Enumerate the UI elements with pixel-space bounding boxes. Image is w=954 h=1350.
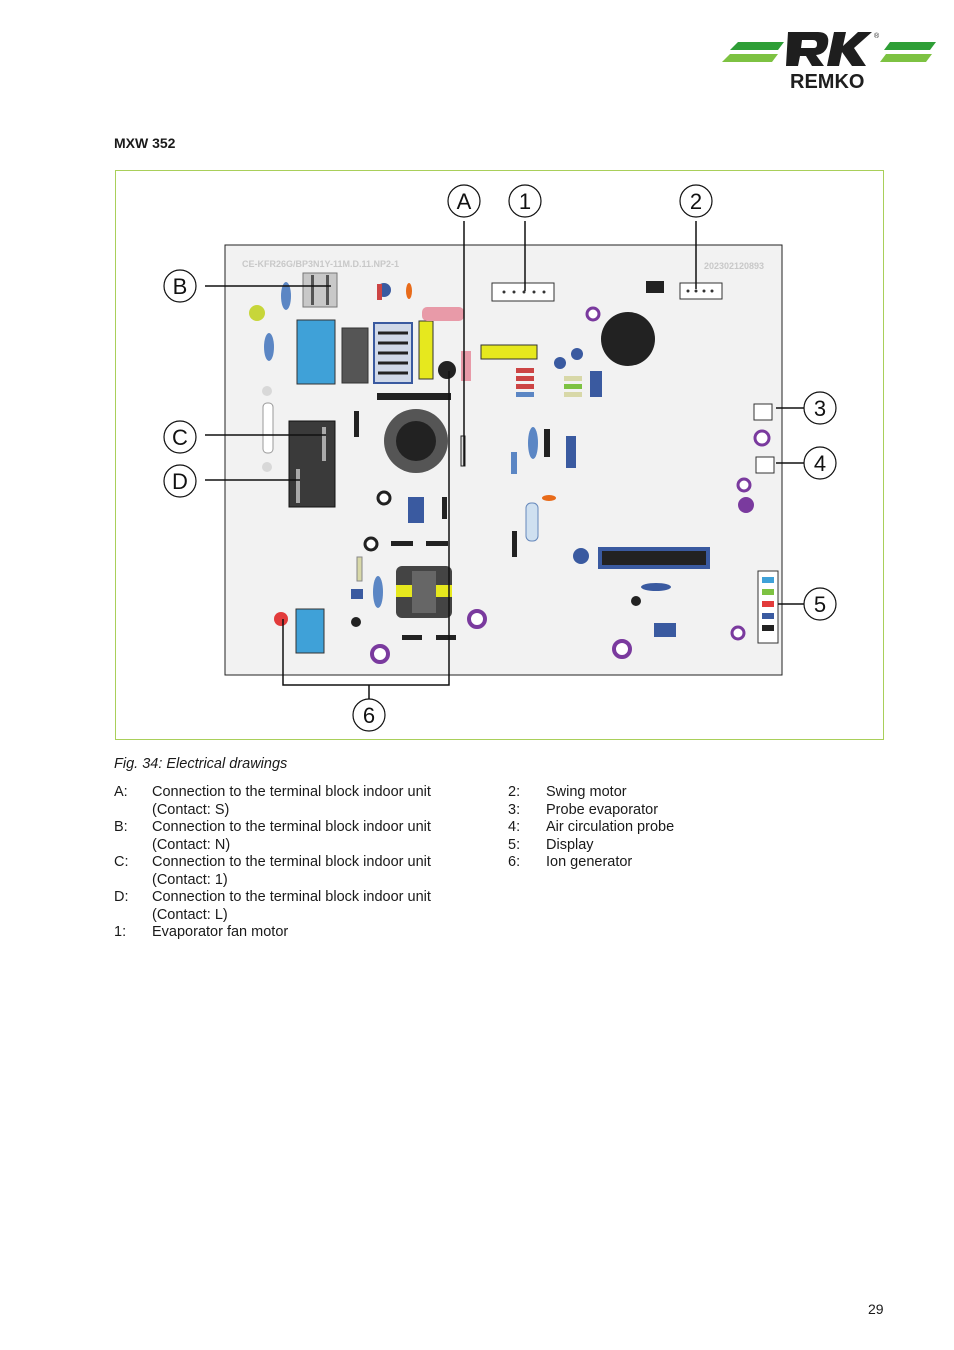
marker-4: 4 [814, 451, 826, 476]
legend-item: D:Connection to the terminal block indoo… [114, 889, 431, 923]
legend-left: A:Connection to the terminal block indoo… [114, 784, 474, 942]
section-title: MXW 352 [114, 135, 176, 151]
ion-generator [295, 608, 325, 654]
legend-item: B:Connection to the terminal block indoo… [114, 819, 431, 853]
svg-text:®: ® [874, 32, 880, 40]
legend-item: 6:Ion generator [508, 854, 633, 870]
marker-c: C [172, 425, 188, 450]
logo-wordmark: REMKO [790, 71, 864, 93]
marker-5: 5 [814, 592, 826, 617]
connector-probe-evaporator [753, 403, 773, 421]
remko-logo: ® REMKO [722, 32, 936, 93]
figure-frame: CE-KFR26G/BP3N1Y-11M.D.11.NP2-1 20230212… [115, 170, 884, 740]
terminal-block-relay [288, 420, 336, 508]
page-number: 29 [868, 1301, 884, 1317]
marker-3: 3 [814, 396, 826, 421]
markers [163, 184, 837, 732]
legend-item: 5:Display [508, 836, 594, 853]
marker-6: 6 [363, 703, 375, 728]
board-serial: 202302120893 [704, 261, 764, 271]
legend-item: 3:Probe evaporator [508, 801, 659, 818]
legend-item: C:Connection to the terminal block indoo… [114, 854, 431, 888]
marker-2: 2 [690, 189, 702, 214]
marker-b: B [173, 274, 188, 299]
marker-d: D [172, 469, 188, 494]
legend-right: 2:Swing motor 3:Probe evaporator 4:Air c… [508, 784, 808, 872]
terminal-n [302, 272, 338, 308]
circuit-board-drawing: CE-KFR26G/BP3N1Y-11M.D.11.NP2-1 20230212… [163, 184, 837, 732]
connector-swing-motor [679, 282, 723, 300]
legend-item: 1:Evaporator fan motor [114, 924, 289, 940]
legend-item: 4:Air circulation probe [508, 819, 675, 835]
legend-item: 2:Swing motor [508, 784, 627, 800]
legend-item: A:Connection to the terminal block indoo… [114, 784, 431, 818]
board-model-code: CE-KFR26G/BP3N1Y-11M.D.11.NP2-1 [242, 259, 399, 269]
connector-air-circulation-probe [755, 456, 775, 474]
marker-1: 1 [519, 189, 531, 214]
figure-caption: Fig. 34: Electrical drawings [114, 756, 288, 772]
marker-a: A [457, 189, 472, 214]
